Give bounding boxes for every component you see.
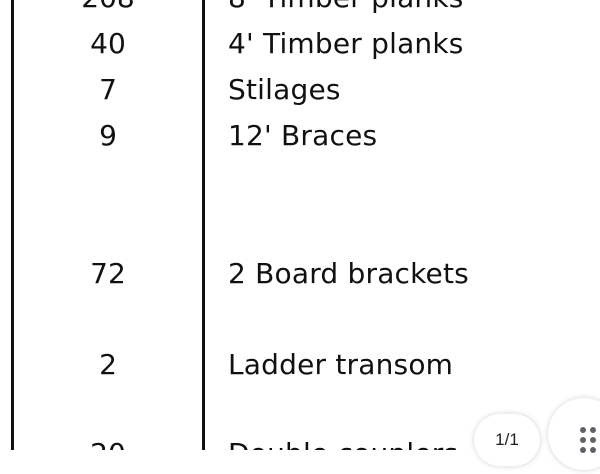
- page-indicator-label: 1/1: [495, 430, 519, 449]
- item-cell: 12' Braces: [228, 119, 378, 152]
- table-row: 208 8' Timber planks: [0, 0, 600, 16]
- item-cell: 2 Board brackets: [228, 257, 469, 290]
- table-left-border: [11, 0, 14, 450]
- item-cell: Ladder transom: [228, 348, 454, 381]
- table-column-divider: [202, 0, 205, 450]
- document-page: 208 8' Timber planks 40 4' Timber planks…: [0, 0, 600, 450]
- quantity-cell: 72: [90, 257, 126, 290]
- quantity-cell: 2: [99, 348, 117, 381]
- quantity-cell: 9: [99, 119, 117, 152]
- quantity-cell: 7: [99, 73, 117, 106]
- table-row: 9 12' Braces: [0, 118, 600, 154]
- table-row: 7 Stilages: [0, 72, 600, 108]
- table-row: 20 Double couplers: [0, 436, 600, 450]
- quantity-cell: 20: [14, 436, 202, 450]
- page-indicator: 1/1: [474, 414, 540, 466]
- table-row: 72 2 Board brackets: [0, 256, 600, 292]
- item-cell: 4' Timber planks: [228, 27, 464, 60]
- quantity-cell: 208: [14, 0, 202, 16]
- item-cell: 8' Timber planks: [228, 0, 464, 16]
- quantity-cell: 40: [90, 27, 126, 60]
- table-row: 40 4' Timber planks: [0, 26, 600, 62]
- item-cell: Stilages: [228, 73, 341, 106]
- table-row: 2 Ladder transom: [0, 347, 600, 383]
- item-cell: Double couplers: [228, 436, 458, 450]
